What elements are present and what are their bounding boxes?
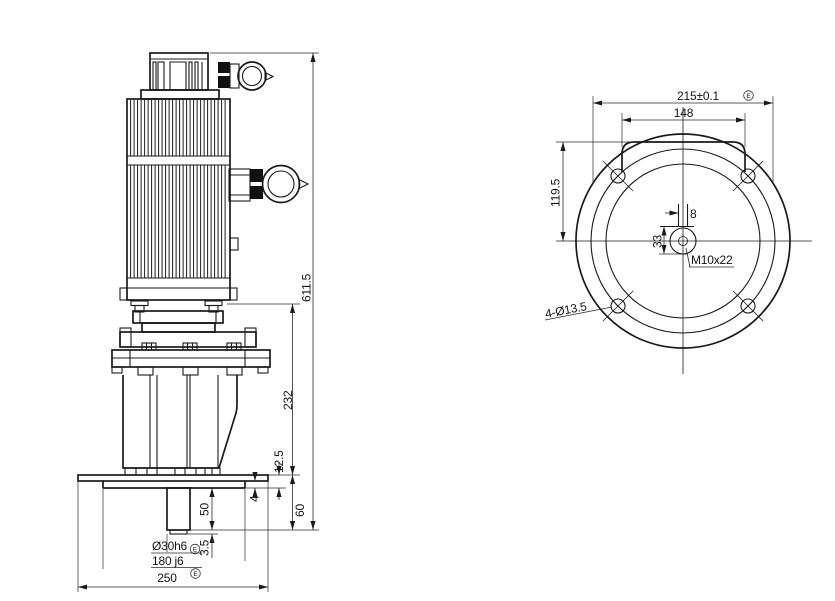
flange-dimensions: 215±0.1 E 148 119.5 8 33 M10x (544, 89, 774, 321)
eye-tip (298, 178, 310, 190)
lifting-eye-middle (228, 164, 310, 204)
lifting-eye-top (218, 61, 275, 91)
output-shaft (166, 487, 191, 552)
lower-housing (122, 375, 238, 476)
dim-bolt-circle: 215±0.1 (677, 89, 719, 103)
flange-square-plate (621, 141, 746, 172)
dim-center-offset: 119.5 (549, 178, 563, 207)
dim-keyway-depth: 33 (651, 235, 665, 248)
dim-plate-thickness: 12.5 (272, 450, 286, 473)
bolt-holes (602, 160, 764, 322)
envelope-symbol: E (743, 90, 754, 101)
end-shield-notch-left (119, 287, 128, 301)
terminal-tab (229, 237, 239, 251)
base-plate (77, 474, 269, 482)
dim-mounting-holes: 4-Ø13.5 (544, 299, 588, 321)
dim-upper-section: 232 (281, 390, 295, 410)
flange-view: 215±0.1 E 148 119.5 8 33 M10x (544, 89, 812, 374)
dim-tapped-hole: M10x22 (691, 253, 733, 267)
fan-cover (140, 52, 220, 100)
svg-text:E: E (746, 93, 751, 100)
dim-shaft-length: 50 (198, 503, 212, 516)
envelope-symbol: E (189, 543, 201, 555)
svg-text:E: E (193, 546, 198, 553)
motor-body (119, 98, 239, 301)
eye-tip (264, 71, 275, 82)
label-spigot-diameter: 180 j6 (152, 554, 184, 568)
svg-text:E: E (193, 571, 198, 578)
dim-shaft-tip: 3.5 (198, 539, 212, 556)
dim-keyway-width: 8 (690, 207, 697, 221)
side-dimensions: 611.5 232 60 12.5 4 50 3.5 Ø30h6 (77, 52, 319, 592)
envelope-symbol: E (190, 568, 201, 579)
gearbox-adapter (111, 310, 271, 376)
dim-spigot-depth: 4 (248, 495, 262, 502)
end-shield-notch-right (229, 287, 238, 301)
dim-output-height: 60 (293, 504, 307, 517)
dim-base-width: 250 (157, 571, 177, 585)
dim-overall-height: 611.5 (300, 273, 314, 302)
side-view: 611.5 232 60 12.5 4 50 3.5 Ø30h6 (77, 52, 319, 592)
label-shaft-diameter: Ø30h6 (152, 539, 188, 553)
dim-flange-width: 148 (674, 106, 694, 120)
